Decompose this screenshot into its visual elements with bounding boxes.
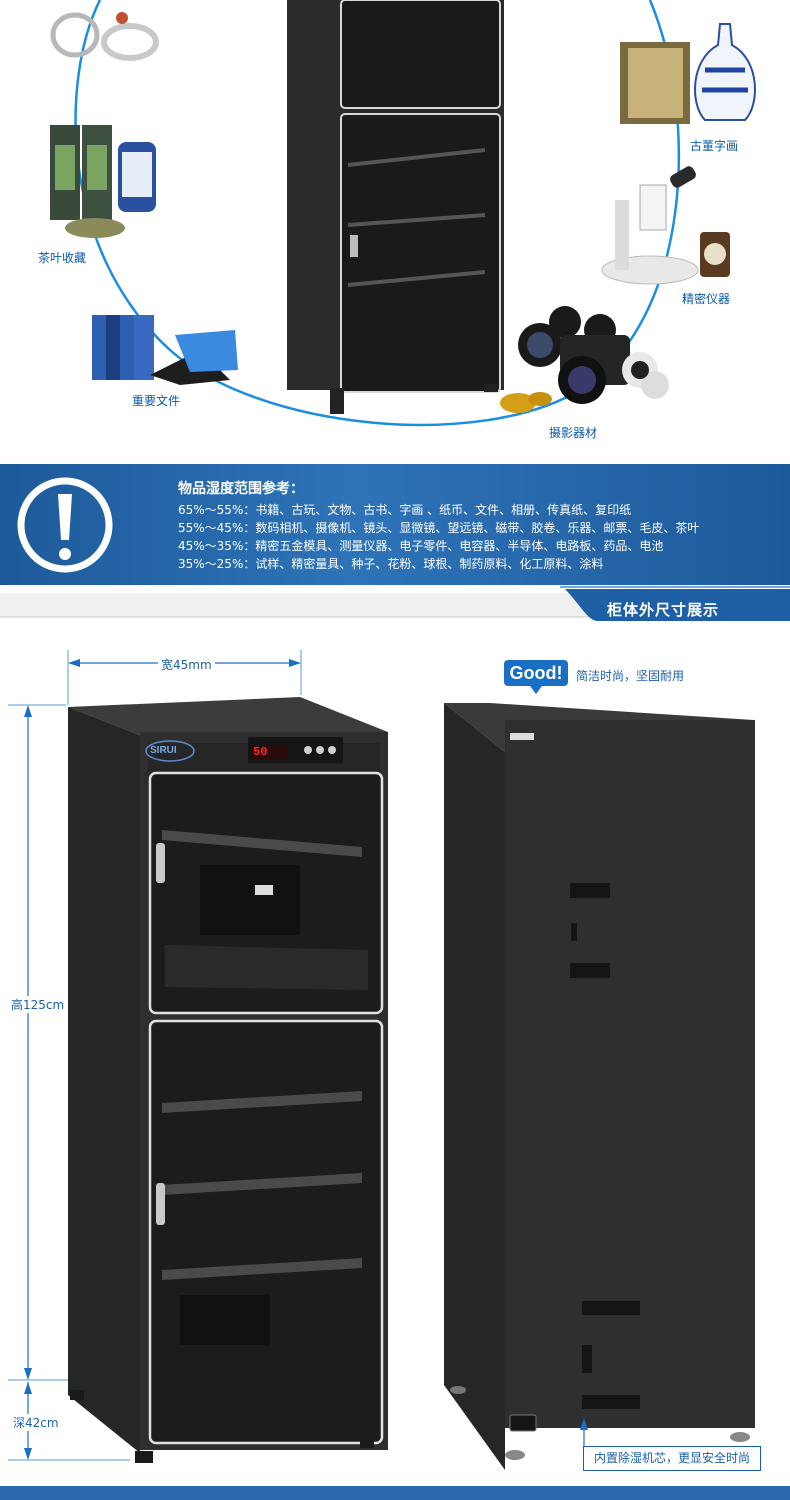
front-cabinet (68, 697, 388, 1463)
dimension-height: 高125cm (8, 996, 68, 1013)
documents-icon (92, 315, 238, 385)
label-photo: 摄影器材 (549, 426, 598, 440)
antiques-icon (620, 23, 756, 124)
category-illustration (50, 0, 756, 427)
humidity-reference-banner: 物品湿度范围参考： 65%～55%：书籍、古玩、文物、古书、字画 、纸币、文件、… (0, 464, 790, 585)
good-badge: Good! (504, 660, 568, 686)
bottom-banner-edge (0, 1486, 790, 1500)
humidity-display: 50 (253, 745, 268, 759)
tea-icon (50, 125, 156, 238)
good-badge-tail (530, 686, 542, 694)
dimension-depth: 深42cm (10, 1414, 62, 1431)
humidity-line-1: 65%～55%：书籍、古玩、文物、古书、字画 、纸币、文件、相册、传真纸、复印纸 (178, 503, 632, 517)
camera-icon (500, 306, 669, 413)
humidity-line-3: 45%～35%：精密五金模具、测量仪器、电子零件、电容器、半导体、电路板、药品、… (178, 539, 664, 553)
microscope-icon (601, 166, 730, 285)
category-showcase: 茶叶收藏 重要文件 古董字画 精密仪器 摄影器材 (0, 0, 790, 464)
humidity-line-4: 35%～25%：试样、精密量具、种子、花粉、球根、制药原料、化工原料、涂料 (178, 557, 604, 571)
good-description: 简洁时尚，坚固耐用 (576, 669, 685, 683)
cabinet-dimension-drawing (8, 650, 755, 1470)
dimension-header-bar (0, 586, 790, 621)
label-documents: 重要文件 (132, 394, 181, 408)
label-antiques: 古董字画 (690, 139, 739, 153)
humidity-title: 物品湿度范围参考： (178, 481, 304, 497)
back-cabinet (444, 703, 755, 1470)
cabinet-top-illustration (287, 0, 504, 414)
dimension-width: 宽45mm (158, 656, 215, 673)
exclamation-icon (17, 477, 113, 573)
humidity-line-2: 55%～45%：数码相机、摄像机、镜头、显微镜、望远镜、磁带、胶卷、乐器、邮票、… (178, 521, 700, 535)
dehumidifier-core-caption: 内置除湿机芯，更显安全时尚 (583, 1446, 761, 1471)
label-instruments: 精密仪器 (682, 292, 731, 306)
label-tea: 茶叶收藏 (38, 251, 87, 265)
rings-icon (50, 12, 159, 61)
brand-logo: SIRUI (150, 745, 177, 756)
dimension-section-title: 柜体外尺寸展示 (607, 601, 720, 619)
